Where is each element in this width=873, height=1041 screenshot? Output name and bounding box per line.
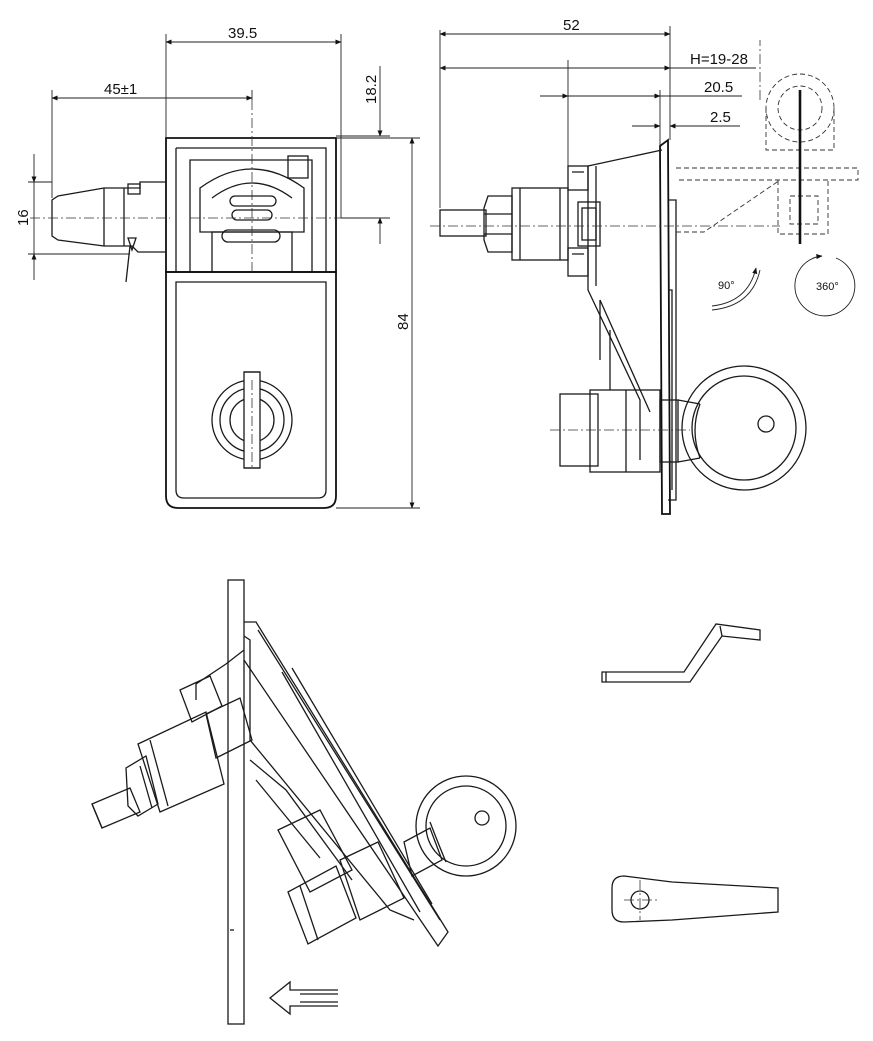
- dim-45: 45±1: [104, 81, 137, 98]
- dim-39-5: 39.5: [228, 25, 257, 42]
- dim-2-5: 2.5: [710, 109, 731, 126]
- front-dimensions: 39.5 45±1 16 18.2 84: [15, 25, 420, 509]
- latch-rotation-sketch: [676, 40, 859, 244]
- cam-side-detail: [601, 623, 761, 683]
- label-90-deg: 90°: [718, 280, 735, 292]
- dim-16: 16: [15, 209, 32, 226]
- isometric-view: [91, 579, 517, 1025]
- dim-20-5: 20.5: [704, 79, 733, 96]
- side-view: 90° 360°: [430, 40, 859, 515]
- label-360-deg: 360°: [816, 281, 839, 293]
- dim-18-2: 18.2: [363, 75, 380, 104]
- dim-84: 84: [395, 313, 412, 330]
- dim-52: 52: [563, 17, 580, 34]
- dim-grip-range: H=19-28: [690, 51, 748, 68]
- cam-top-detail: [611, 875, 779, 923]
- side-dimensions: 52 H=19-28 20.5 2.5: [439, 17, 756, 208]
- front-view: [30, 100, 390, 509]
